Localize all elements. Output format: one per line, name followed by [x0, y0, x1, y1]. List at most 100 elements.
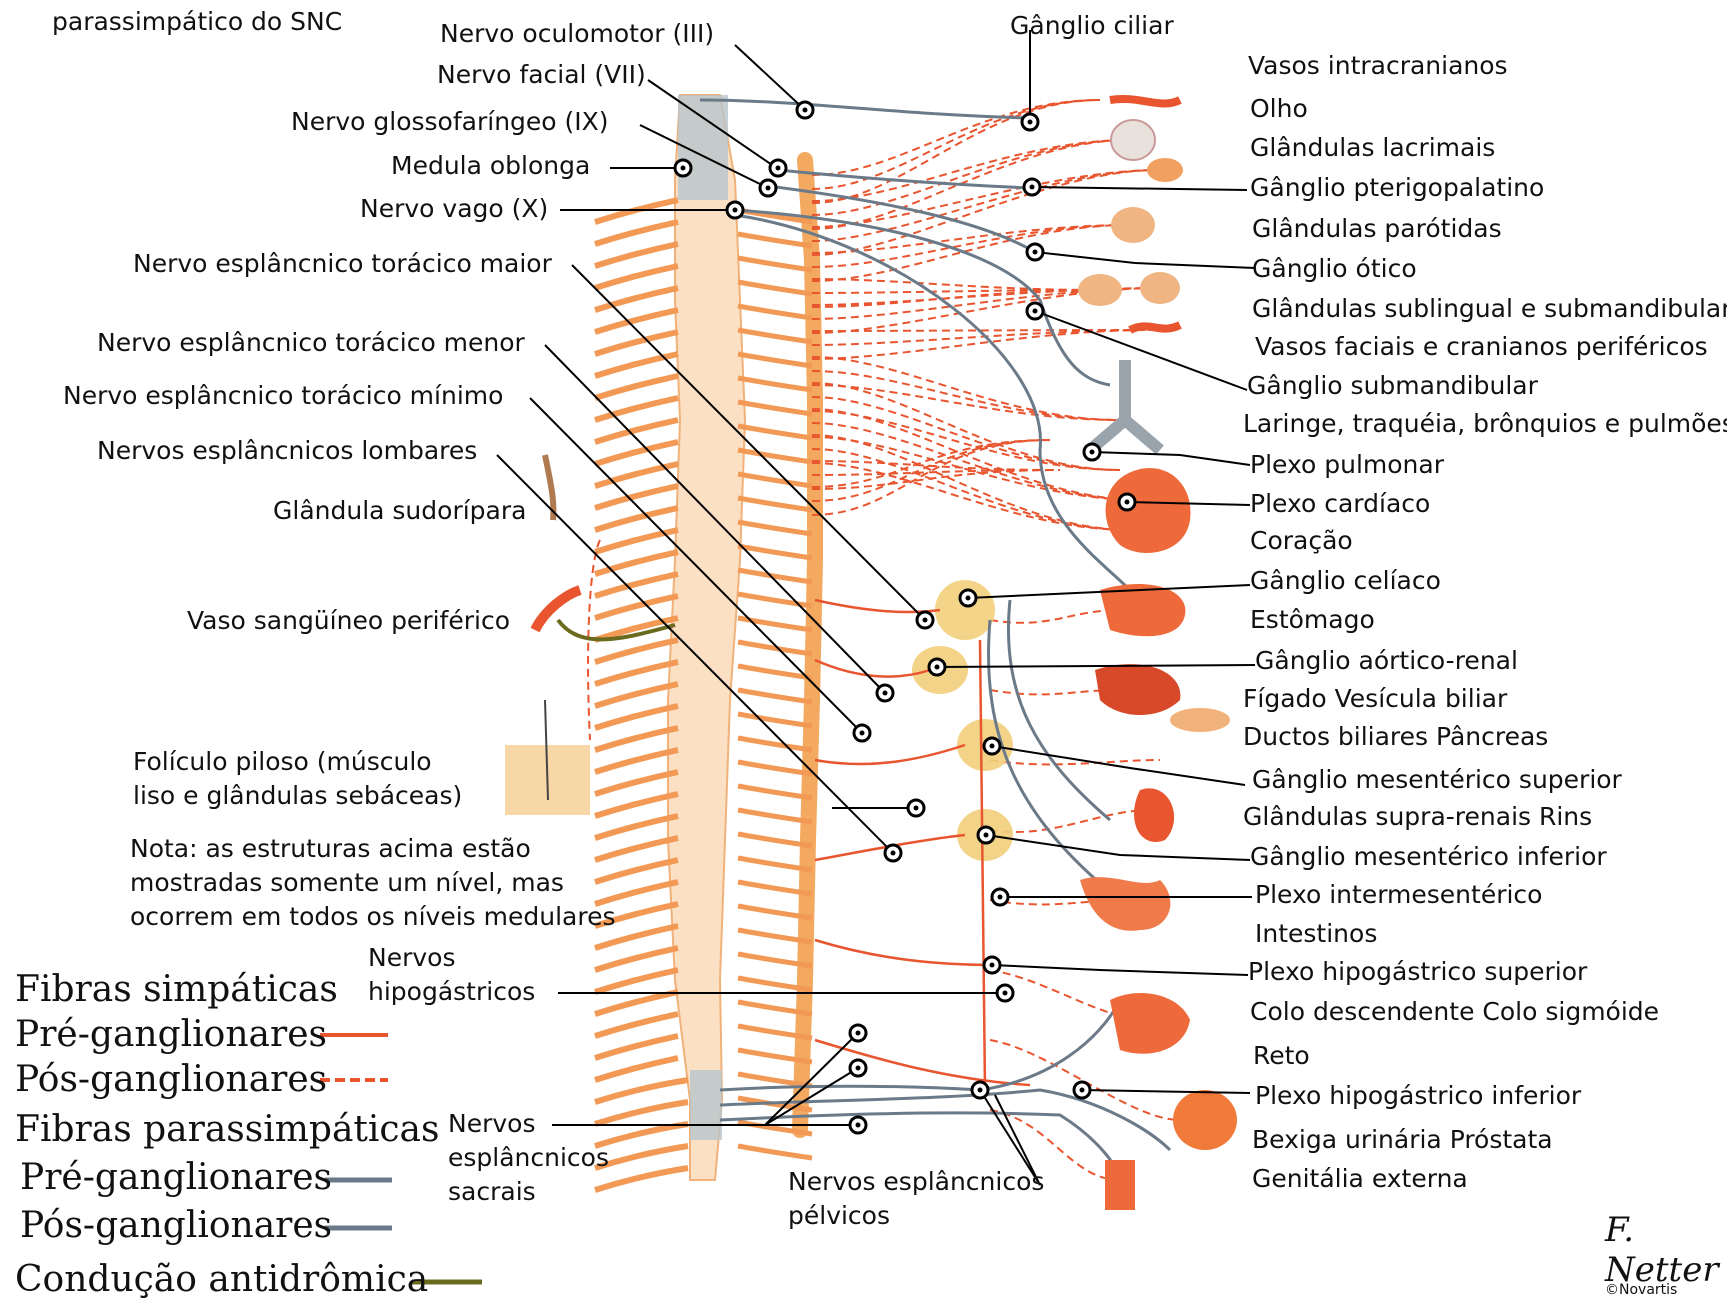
spinal-nerve-root [595, 1014, 678, 1036]
spinal-nerve-root [595, 222, 678, 244]
postganglionic-fiber [812, 140, 1130, 201]
spinal-nerve-root [595, 838, 678, 860]
postganglionic-fiber [812, 371, 1120, 420]
right-label-item: Glândulas parótidas [1252, 215, 1502, 243]
pancreas-organ [1170, 708, 1230, 732]
label-least-splanchnic: Nervo esplâncnico torácico mínimo [63, 382, 503, 410]
ramus-communicans [738, 498, 812, 510]
parotid-gland [1111, 207, 1155, 243]
peripheral-vessel [535, 590, 580, 630]
label-hair-follicle-1: Folículo piloso (músculo [133, 748, 432, 776]
label-facial-nerve: Nervo facial (VII) [437, 61, 646, 89]
ramus-communicans [738, 330, 812, 342]
postganglionic-fiber [812, 440, 1050, 487]
spinal-nerve-root [595, 816, 678, 838]
label-ciliary-ganglion: Gânglio ciliar [1010, 12, 1174, 40]
label-medulla-oblongata: Medula oblonga [391, 152, 590, 180]
right-label-item: Gânglio submandibular [1247, 372, 1538, 400]
postganglionic-fiber [812, 383, 1120, 470]
spinal-nerve-root [595, 684, 678, 706]
right-label-item: Ductos biliares Pâncreas [1243, 723, 1548, 751]
ramus-communicans [738, 234, 812, 246]
right-label-item: Estômago [1250, 606, 1375, 634]
spinal-nerve-root [595, 442, 678, 464]
legend-parasympathetic-pre: Pré-ganglionares [20, 1158, 332, 1198]
ganglion-marker-dot [984, 833, 989, 838]
label-glossopharyngeal-nerve: Nervo glossofaríngeo (IX) [291, 108, 609, 136]
spinal-nerve-root [595, 244, 678, 266]
intestine-organ [1080, 877, 1170, 931]
legend-sympathetic-post: Pós-ganglionares [15, 1060, 327, 1100]
ramus-communicans [738, 522, 812, 534]
ganglion-marker-dot [1028, 120, 1033, 125]
facial-vessel [1130, 325, 1180, 330]
ramus-communicans [738, 474, 812, 486]
label-pelvic-splanchnic-2: pélvicos [788, 1202, 890, 1230]
postganglionic-fiber [812, 449, 1130, 530]
spinal-nerve-root [595, 860, 678, 882]
ramus-communicans [738, 690, 812, 702]
ganglion-marker-dot [856, 1031, 861, 1036]
ramus-communicans [738, 378, 812, 390]
ganglion-marker-dot [978, 1088, 983, 1093]
postganglionic-fiber [812, 290, 1100, 293]
label-hypogastric-2: hipogástricos [368, 978, 535, 1006]
spinal-nerve-root [595, 728, 678, 750]
ramus-communicans [738, 738, 812, 750]
spinal-nerve-root [595, 750, 678, 772]
spinal-nerve-root [595, 1080, 688, 1102]
spinal-nerve-root [595, 596, 678, 618]
ganglion-marker-dot [1090, 450, 1095, 455]
right-label-item: Plexo pulmonar [1250, 451, 1444, 479]
spinal-nerve-root [595, 1036, 678, 1058]
ganglion-marker-dot [923, 618, 928, 623]
spinal-nerve-root [595, 354, 678, 376]
colon-organ [1110, 993, 1190, 1054]
sacral-cord [690, 1070, 722, 1140]
ganglion-marker-dot [856, 1066, 861, 1071]
legend-sympathetic-pre: Pré-ganglionares [15, 1015, 327, 1055]
ganglion-marker-dot [860, 731, 865, 736]
bladder-organ [1173, 1090, 1237, 1150]
postganglionic-fiber [812, 279, 1100, 290]
postganglionic-fiber [812, 170, 1160, 255]
kidney-organ [1134, 788, 1174, 842]
label-peripheral-vessel: Vaso sangüíneo periférico [187, 607, 510, 635]
ganglion-marker-dot [1003, 991, 1008, 996]
ganglion-marker-dot [856, 1123, 861, 1128]
label-lumbar-splanchnic: Nervos esplâncnicos lombares [97, 437, 477, 465]
ganglion-marker-dot [891, 851, 896, 856]
ganglion-marker-dot [803, 108, 808, 113]
ramus-communicans [738, 762, 812, 774]
spinal-nerve-root [595, 552, 678, 574]
right-label-item: Gânglio celíaco [1250, 567, 1441, 595]
spinal-nerve-root [595, 794, 678, 816]
sublingual-gland [1078, 274, 1122, 306]
postganglionic-fiber [990, 760, 1160, 764]
legend-parasympathetic-post: Pós-ganglionares [20, 1206, 332, 1246]
ramus-communicans [738, 786, 812, 798]
label-sacral-splanchnic-3: sacrais [448, 1178, 536, 1206]
spinal-nerve-root [595, 640, 678, 662]
spinal-nerve-root [595, 332, 678, 354]
ganglion-marker-dot [990, 963, 995, 968]
label-vagus-nerve: Nervo vago (X) [360, 195, 548, 223]
postganglionic-fiber [812, 423, 1140, 500]
spinal-nerve-root [595, 662, 678, 684]
label-greater-splanchnic: Nervo esplâncnico torácico maior [133, 250, 552, 278]
legend-antidromic: Condução antidrômica [15, 1260, 428, 1300]
right-label-item: Fígado Vesícula biliar [1243, 685, 1507, 713]
ganglion-marker-dot [1033, 309, 1038, 314]
ramus-communicans [738, 546, 812, 558]
right-label-item: Vasos faciais e cranianos periféricos [1255, 333, 1708, 361]
right-label-item: Olho [1250, 95, 1308, 123]
ramus-communicans [738, 594, 812, 606]
right-label-item: Gânglio mesentérico superior [1252, 766, 1622, 794]
right-label-item: Gânglio ótico [1252, 255, 1417, 283]
spinal-nerve-root [595, 948, 678, 970]
right-label-item: Laringe, traquéia, brônquios e pulmões [1243, 410, 1727, 438]
note-line-2: mostradas somente um nível, mas [130, 866, 564, 899]
right-label-item: Glândulas supra-renais Rins [1243, 803, 1592, 831]
spinal-nerve-root [595, 1058, 678, 1080]
label-hair-follicle-2: liso e glândulas sebáceas) [133, 782, 462, 810]
